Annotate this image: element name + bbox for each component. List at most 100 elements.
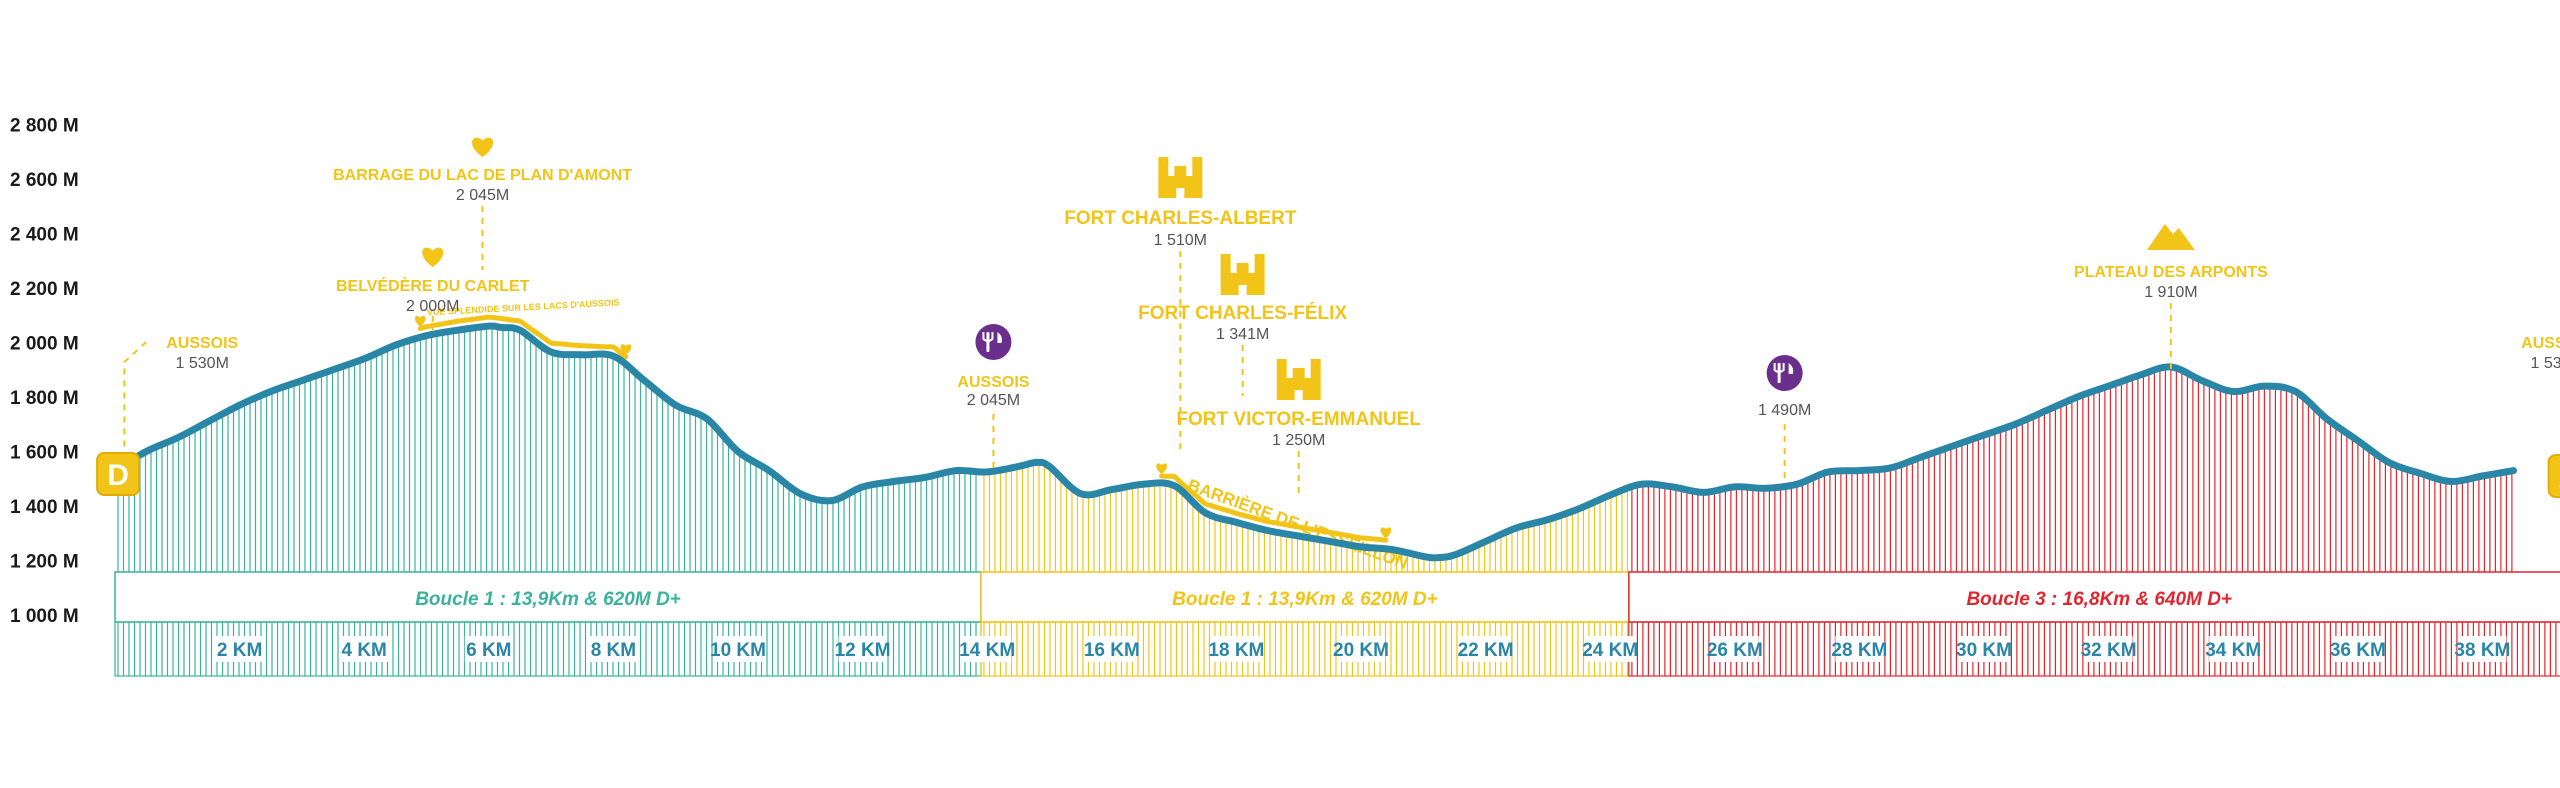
x-tick-bg xyxy=(838,636,887,662)
x-tick-label: 30 KM xyxy=(1956,640,2012,661)
x-tick-bg xyxy=(2084,636,2133,662)
poi-6: FORT CHARLES-FÉLIX 1 341M xyxy=(1138,254,1347,396)
castle-icon xyxy=(1220,254,1265,295)
poi-1: AUSSOIS 1 530M xyxy=(123,335,239,450)
poi-7: FORT VICTOR-EMMANUEL 1 250M xyxy=(1176,359,1421,496)
poi-elevation: 1 530M xyxy=(176,355,229,372)
x-tick-label: 36 KM xyxy=(2330,640,2386,661)
x-tick-label: 8 KM xyxy=(591,640,636,661)
marker-box xyxy=(2547,454,2560,498)
loop-band: Boucle 1 : 13,9Km & 620M D+ Boucle 1 : 13… xyxy=(114,571,2560,677)
x-tick-bg xyxy=(215,636,264,662)
heart-icon xyxy=(414,315,426,327)
x-tick-bg xyxy=(1212,636,1261,662)
y-tick-label: 1 600 M xyxy=(10,443,79,464)
poi-name: AUSSOIS xyxy=(2521,335,2560,352)
marker-letter: A xyxy=(2559,461,2560,494)
castle-icon xyxy=(1158,157,1203,198)
poi-elevation: 1 341M xyxy=(1216,326,1269,343)
x-tick-label: 24 KM xyxy=(1582,640,1638,661)
lower-hatch-frame xyxy=(980,621,1630,677)
y-tick-label: 2 000 M xyxy=(10,334,79,355)
y-tick-label: 2 200 M xyxy=(10,279,79,300)
x-tick-bg xyxy=(714,636,762,662)
x-tick-label: 16 KM xyxy=(1084,640,1140,661)
mountain-icon xyxy=(2146,224,2195,250)
x-tick-bg xyxy=(1337,636,1385,662)
poi-name: FORT CHARLES-ALBERT xyxy=(1064,208,1297,229)
elevation-profile-line xyxy=(111,322,2517,562)
start-marker: D xyxy=(96,452,141,496)
poi-name: AUSSOIS xyxy=(957,374,1029,391)
x-tick-bg xyxy=(1710,636,1759,662)
x-tick-label: 38 KM xyxy=(2454,640,2510,661)
end-marker: A xyxy=(2547,454,2560,498)
y-tick-label: 2 800 M xyxy=(10,116,79,137)
heart-icon xyxy=(1156,463,1167,475)
x-tick-bg xyxy=(1087,636,1136,662)
poi-name: FORT CHARLES-FÉLIX xyxy=(1138,302,1347,324)
x-tick-bg xyxy=(2209,636,2258,662)
x-tick-bg xyxy=(464,636,513,662)
heart-icon xyxy=(620,344,632,355)
poi-elevation: 1 910M xyxy=(2144,284,2197,301)
castle-icon xyxy=(1276,359,1321,400)
x-tick-label: 6 KM xyxy=(466,640,511,661)
y-tick-label: 1 800 M xyxy=(10,388,79,409)
highlight-segment-2 xyxy=(1159,473,1389,543)
marker-box xyxy=(96,452,141,496)
poi-name: FORT VICTOR-EMMANUEL xyxy=(1176,409,1421,430)
x-tick-label: 20 KM xyxy=(1333,640,1389,661)
poi-3: BARRAGE DU LAC DE PLAN D'AMONT 2 045M xyxy=(333,137,632,270)
restaurant-icon xyxy=(1766,355,1803,391)
x-tick-bg xyxy=(1835,636,1884,662)
y-tick-label: 2 400 M xyxy=(10,225,79,246)
poi-elevation: 1 510M xyxy=(1154,232,1207,249)
x-tick-label: 32 KM xyxy=(2081,640,2137,661)
poi-elevation: 2 045M xyxy=(456,187,509,204)
loop-label-1: Boucle 1 : 13,9Km & 620M D+ xyxy=(415,589,681,610)
poi-elevation: 2 000M xyxy=(406,298,459,315)
poi-leader-line xyxy=(123,341,147,450)
loop-label-2: Boucle 1 : 13,9Km & 620M D+ xyxy=(1172,589,1438,610)
poi-8: 1 490M xyxy=(1758,355,1811,484)
poi-10: AUSSOIS 1 530M xyxy=(2521,335,2560,372)
x-tick-bg xyxy=(1960,636,2008,662)
start-end-markers: DA xyxy=(96,452,2560,498)
x-tick-label: 12 KM xyxy=(835,640,891,661)
x-tick-label: 28 KM xyxy=(1831,640,1887,661)
poi-2: BELVÉDÈRE DU CARLET 2 000M xyxy=(336,247,530,330)
x-tick-bg xyxy=(2458,636,2507,662)
x-tick-bg xyxy=(1461,636,1510,662)
x-tick-bg xyxy=(1586,636,1635,662)
restaurant-icon xyxy=(975,324,1012,360)
poi-elevation: 1 490M xyxy=(1758,402,1811,419)
profile-line-group xyxy=(111,322,2517,562)
highlight-segment-1 xyxy=(417,314,629,360)
poi-name: AUSSOIS xyxy=(166,335,238,352)
y-axis: 2 800 M 2 600 M 2 400 M 2 200 M 2 000 M 1 800… xyxy=(10,116,79,628)
poi-name: PLATEAU DES ARPONTS xyxy=(2074,264,2268,281)
x-tick-bg xyxy=(963,636,1012,662)
x-tick-bg xyxy=(2333,636,2382,662)
poi-elevation: 1 530M xyxy=(2530,355,2560,372)
x-tick-bg xyxy=(589,636,638,662)
heart-icon xyxy=(422,247,444,267)
heart-icon xyxy=(472,137,494,157)
loop-label-3: Boucle 3 : 16,8Km & 640M D+ xyxy=(1966,589,2232,610)
poi-elevation: 2 045M xyxy=(967,392,1020,409)
points-of-interest: AUSSOIS 1 530M BELVÉDÈRE DU CARLET 2 000M BA… xyxy=(123,137,2560,496)
poi-name: BELVÉDÈRE DU CARLET xyxy=(336,276,530,295)
x-tick-label: 14 KM xyxy=(959,640,1015,661)
x-tick-label: 4 KM xyxy=(341,640,386,661)
y-tick-label: 1 400 M xyxy=(10,497,79,518)
x-tick-label: 2 KM xyxy=(217,640,262,661)
poi-name: BARRAGE DU LAC DE PLAN D'AMONT xyxy=(333,167,632,184)
x-tick-bg xyxy=(340,636,389,662)
heart-icon xyxy=(1380,527,1392,539)
poi-elevation: 1 250M xyxy=(1272,432,1325,449)
y-tick-label: 2 600 M xyxy=(10,170,79,191)
